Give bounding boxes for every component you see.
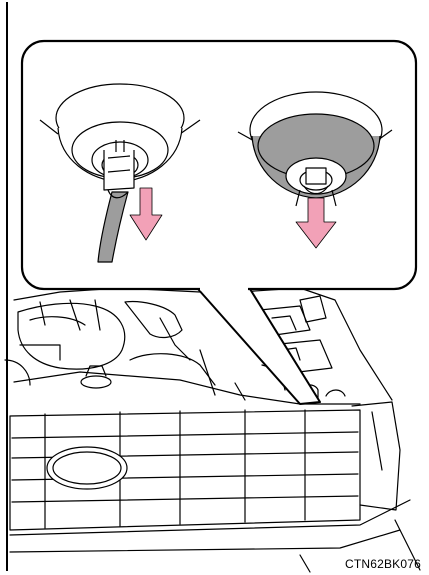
vehicle-front-illustration [5,288,420,572]
figure-code: CTN62BK076 [345,557,421,571]
